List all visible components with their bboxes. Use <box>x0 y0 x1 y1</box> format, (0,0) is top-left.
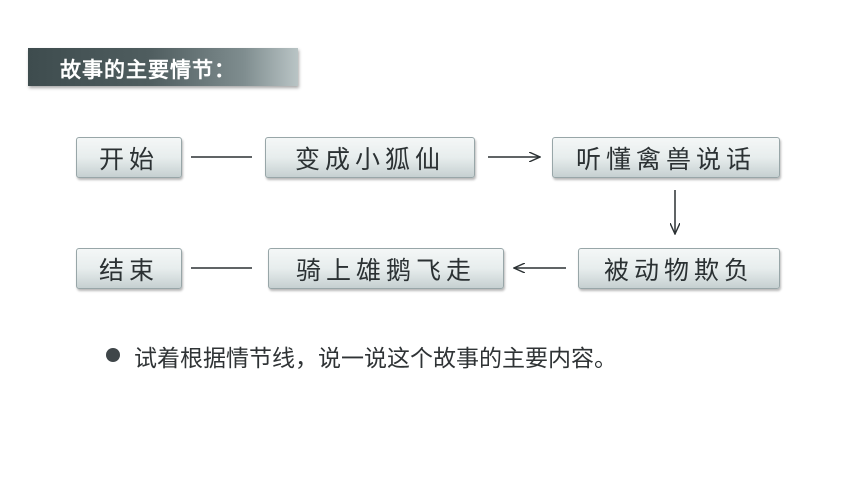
bullet-icon <box>106 348 120 362</box>
node-bullied-label: 被动物欺负 <box>603 255 754 285</box>
node-become-fox-label: 变成小狐仙 <box>294 144 445 174</box>
section-title: 故事的主要情节： <box>60 58 236 82</box>
node-ride-goose-label: 骑上雄鹅飞走 <box>295 255 476 285</box>
node-bullied: 被动物欺负 <box>578 248 780 289</box>
node-end: 结束 <box>76 248 182 289</box>
discussion-prompt: 试着根据情节线，说一说这个故事的主要内容。 <box>134 346 617 372</box>
node-understand-animals-label: 听懂禽兽说话 <box>575 144 756 174</box>
node-understand-animals: 听懂禽兽说话 <box>552 137 780 178</box>
node-become-fox: 变成小狐仙 <box>265 137 475 178</box>
section-title-bar: 故事的主要情节： <box>28 48 298 86</box>
node-ride-goose: 骑上雄鹅飞走 <box>268 248 504 289</box>
node-start-label: 开始 <box>98 144 159 174</box>
node-end-label: 结束 <box>98 255 159 285</box>
node-start: 开始 <box>76 137 182 178</box>
